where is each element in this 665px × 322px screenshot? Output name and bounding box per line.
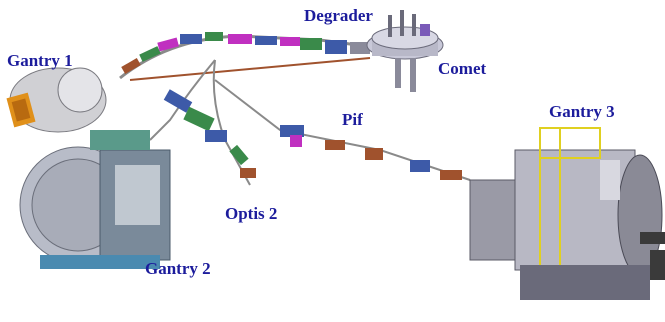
- label-gantry-1: Gantry 1: [7, 51, 73, 70]
- gantry-3-structure: [469, 127, 665, 300]
- label-comet: Comet: [438, 59, 487, 78]
- gantry-1-structure: [6, 67, 107, 133]
- label-degrader: Degrader: [304, 6, 373, 25]
- label-pif: Pif: [342, 110, 363, 129]
- comet-cyclotron: [366, 10, 444, 92]
- label-optis-2: Optis 2: [225, 204, 278, 223]
- label-gantry-2: Gantry 2: [145, 259, 211, 278]
- main-beamline: [119, 32, 381, 81]
- label-gantry-3: Gantry 3: [549, 102, 615, 121]
- gantry-2-structure: [19, 130, 171, 269]
- branch-beamlines: [149, 59, 471, 186]
